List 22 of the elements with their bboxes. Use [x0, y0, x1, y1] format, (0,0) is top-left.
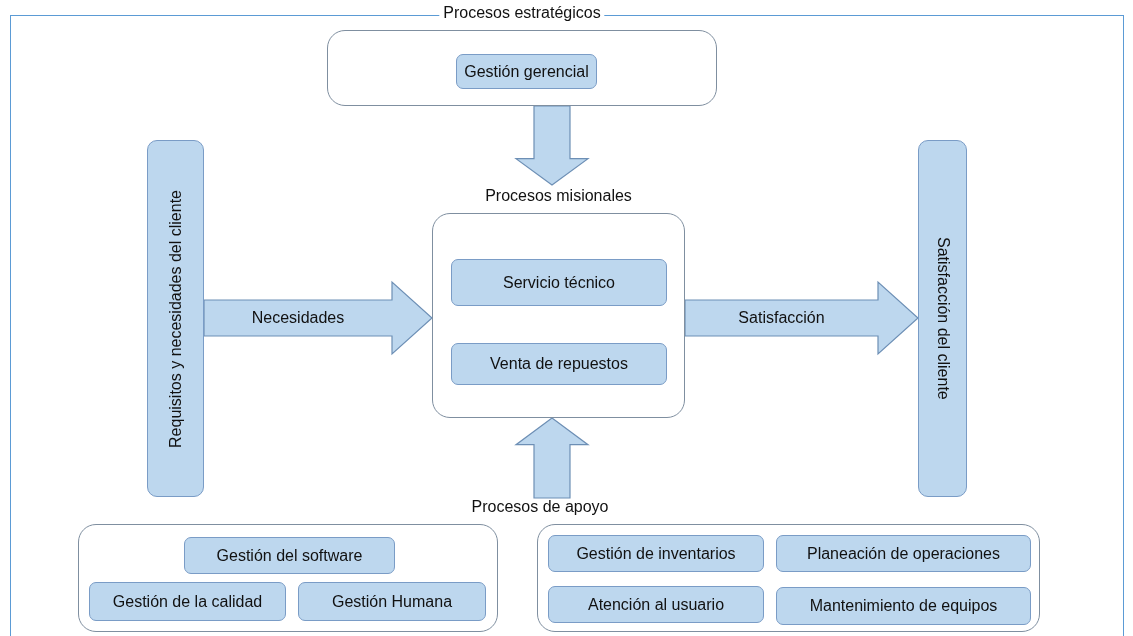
- process-box: Gestión de inventarios: [548, 535, 764, 572]
- block-arrow: [684, 280, 919, 356]
- process-box: Mantenimiento de equipos: [776, 587, 1031, 625]
- group-heading: Procesos estratégicos: [439, 4, 605, 22]
- process-box: Servicio técnico: [451, 259, 667, 306]
- process-box: Atención al usuario: [548, 586, 764, 623]
- section-heading: Procesos de apoyo: [470, 498, 610, 520]
- group-container: [537, 524, 1040, 632]
- block-arrow: [514, 105, 590, 186]
- process-box: Requisitos y necesidades del cliente: [147, 140, 204, 497]
- block-arrow: [203, 280, 433, 356]
- process-box: Gestión del software: [184, 537, 395, 574]
- process-box: Gestión de la calidad: [89, 582, 286, 621]
- process-box: Gestión Humana: [298, 582, 486, 621]
- process-box: Gestión gerencial: [456, 54, 597, 89]
- block-arrow: [514, 417, 590, 499]
- edge-label: Necesidades: [251, 309, 345, 327]
- process-box: Satisfacción del cliente: [918, 140, 967, 497]
- edge-label: Satisfacción: [738, 309, 825, 327]
- process-box: Planeación de operaciones: [776, 535, 1031, 572]
- process-box: Venta de repuestos: [451, 343, 667, 385]
- group-container: [78, 524, 498, 632]
